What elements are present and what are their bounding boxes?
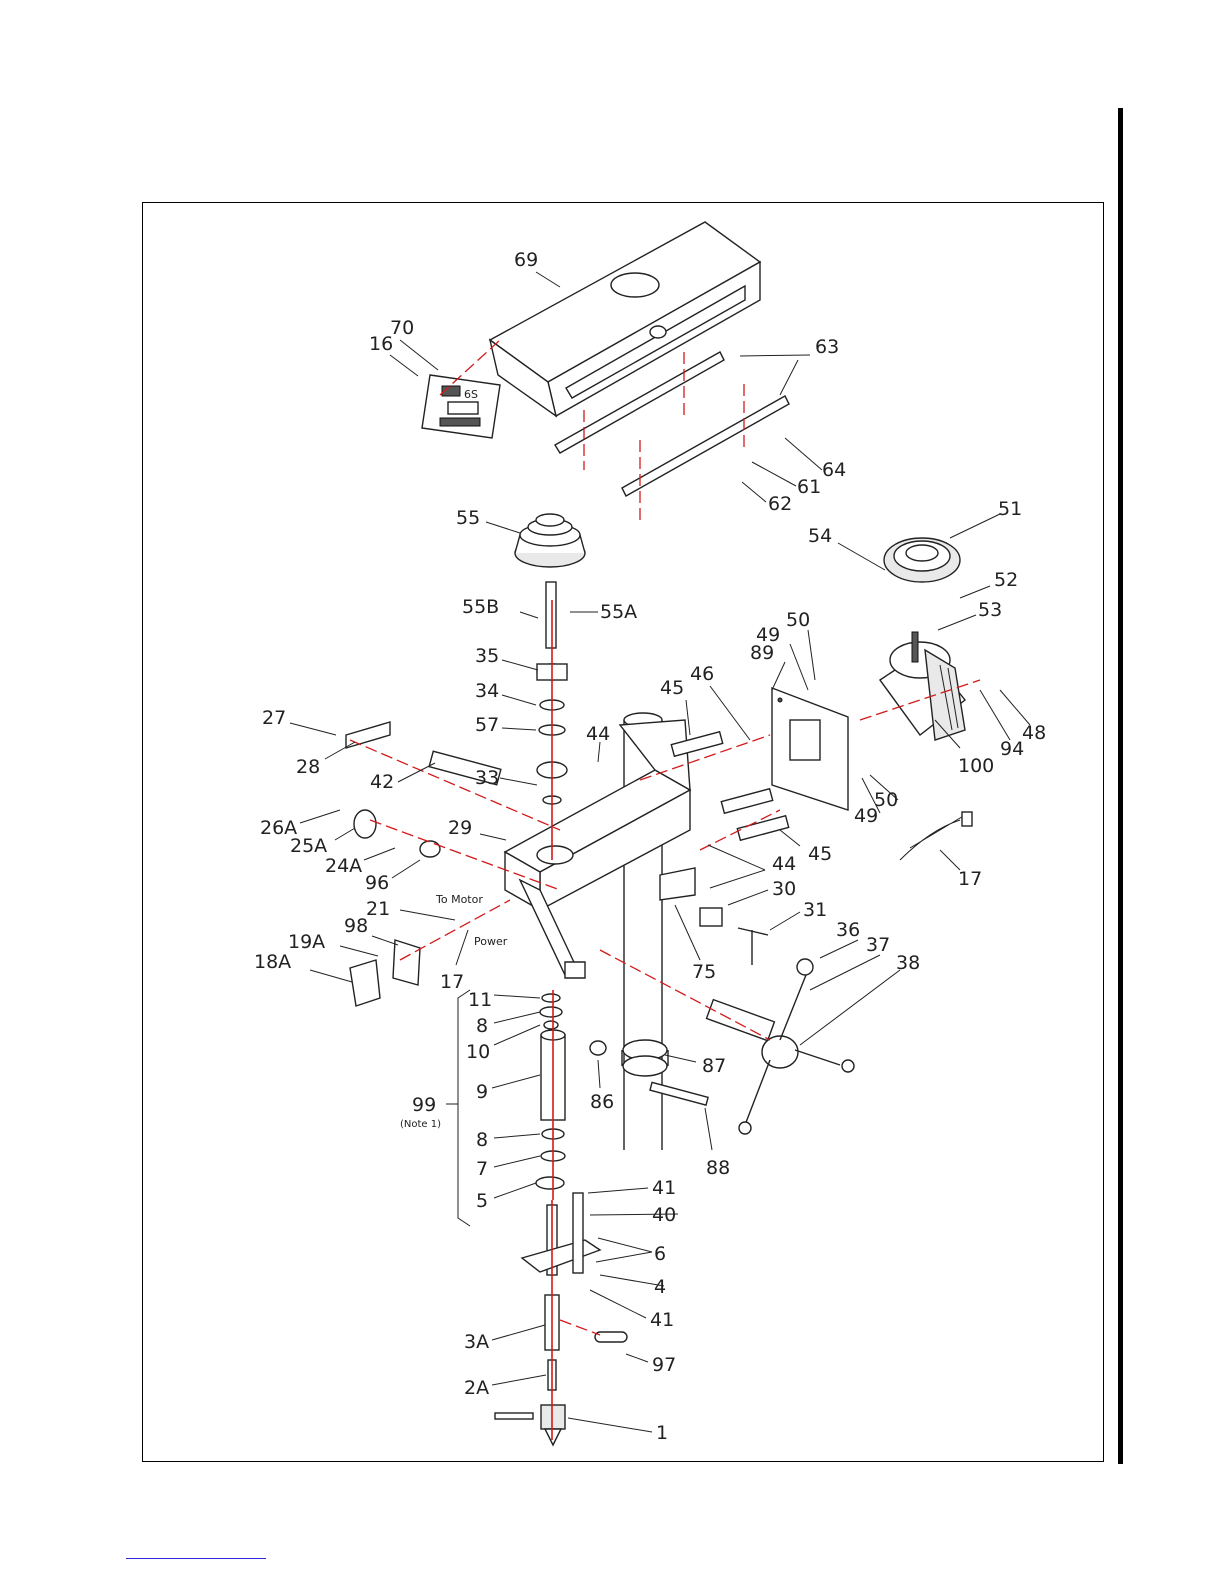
label-87: 87 <box>702 1055 726 1077</box>
label-37: 37 <box>866 934 890 956</box>
label-52: 52 <box>994 569 1018 591</box>
label-28: 28 <box>296 756 320 778</box>
label-2A: 2A <box>464 1377 489 1399</box>
spindle-pulley <box>515 514 585 648</box>
label-86: 86 <box>590 1091 614 1113</box>
label-17-left: 17 <box>440 971 464 993</box>
note-annotation: (Note 1) <box>400 1119 441 1130</box>
label-7: 7 <box>476 1158 488 1180</box>
column-clamp <box>622 1040 708 1105</box>
label-88: 88 <box>706 1157 730 1179</box>
label-55B: 55B <box>462 596 499 618</box>
label-50-top: 50 <box>786 609 810 631</box>
label-1: 1 <box>656 1422 668 1444</box>
label-6: 6 <box>654 1243 666 1265</box>
plate-title-text: 6S <box>464 388 478 401</box>
label-53: 53 <box>978 599 1002 621</box>
label-48: 48 <box>1022 722 1046 744</box>
label-97: 97 <box>652 1354 676 1376</box>
label-45-top: 45 <box>660 677 684 699</box>
label-29: 29 <box>448 817 472 839</box>
head-casting <box>505 720 695 978</box>
label-8-top: 8 <box>476 1015 488 1037</box>
motor-pulley <box>884 538 960 582</box>
label-38: 38 <box>896 952 920 974</box>
label-40: 40 <box>652 1204 676 1226</box>
label-55: 55 <box>456 507 480 529</box>
label-25A: 25A <box>290 835 327 857</box>
label-62: 62 <box>768 493 792 515</box>
label-44-top: 44 <box>586 723 610 745</box>
label-44-bottom: 44 <box>772 853 796 875</box>
label-49-bottom: 49 <box>854 805 878 827</box>
label-89: 89 <box>750 642 774 664</box>
label-41-top: 41 <box>652 1177 676 1199</box>
label-51: 51 <box>998 498 1022 520</box>
motor-mount-plate <box>772 688 848 810</box>
label-69: 69 <box>514 249 538 271</box>
label-24A: 24A <box>325 855 362 877</box>
feed-handle-assembly <box>707 959 854 1134</box>
label-21: 21 <box>366 898 390 920</box>
label-70: 70 <box>390 317 414 339</box>
label-63: 63 <box>815 336 839 358</box>
label-19A: 19A <box>288 931 325 953</box>
label-30: 30 <box>772 878 796 900</box>
label-33: 33 <box>475 767 499 789</box>
label-3A: 3A <box>464 1331 489 1353</box>
label-4: 4 <box>654 1276 666 1298</box>
label-94: 94 <box>1000 738 1024 760</box>
label-34: 34 <box>475 680 499 702</box>
label-8-bottom: 8 <box>476 1129 488 1151</box>
label-18A: 18A <box>254 951 291 973</box>
label-57: 57 <box>475 714 499 736</box>
label-64: 64 <box>822 459 846 481</box>
label-99: 99 <box>412 1094 436 1116</box>
label-41-bottom: 41 <box>650 1309 674 1331</box>
label-42: 42 <box>370 771 394 793</box>
label-98: 98 <box>344 915 368 937</box>
power-annotation: Power <box>474 935 508 948</box>
label-31: 31 <box>803 899 827 921</box>
switch-assembly <box>350 940 420 1006</box>
label-100: 100 <box>958 755 994 777</box>
label-27: 27 <box>262 707 286 729</box>
label-5: 5 <box>476 1190 488 1212</box>
label-17-right: 17 <box>958 868 982 890</box>
to-motor-annotation: To Motor <box>435 893 483 906</box>
nameplate: 6S <box>422 375 500 438</box>
label-9: 9 <box>476 1081 488 1103</box>
label-75: 75 <box>692 961 716 983</box>
label-16: 16 <box>369 333 393 355</box>
label-46: 46 <box>690 663 714 685</box>
label-61: 61 <box>797 476 821 498</box>
label-55A: 55A <box>600 601 637 623</box>
motor <box>880 632 965 740</box>
label-11: 11 <box>468 989 492 1011</box>
label-45-bottom: 45 <box>808 843 832 865</box>
label-36: 36 <box>836 919 860 941</box>
label-10: 10 <box>466 1041 490 1063</box>
label-96: 96 <box>365 872 389 894</box>
label-35: 35 <box>475 645 499 667</box>
label-54: 54 <box>808 525 832 547</box>
